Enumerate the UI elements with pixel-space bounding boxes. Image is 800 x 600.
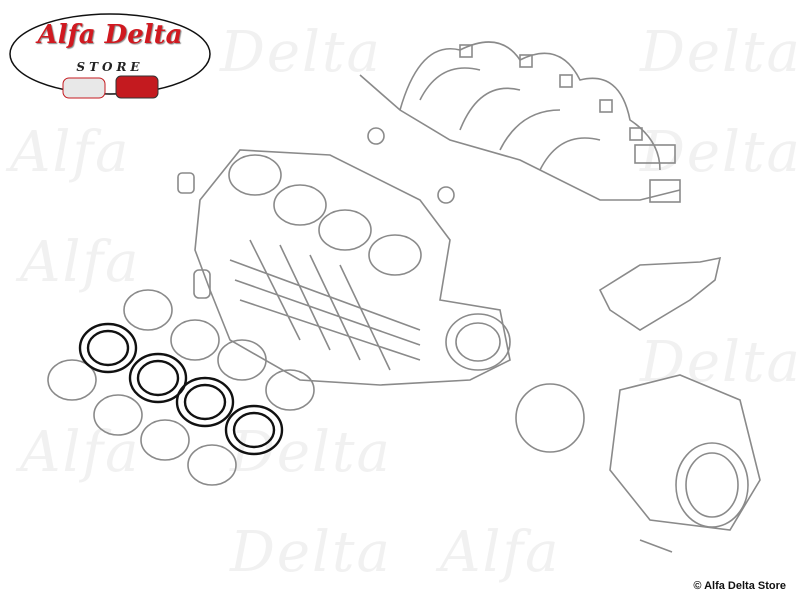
watermark: Alfa bbox=[10, 120, 131, 185]
logo-title: Alfa Delta bbox=[37, 20, 183, 50]
watermark: Delta bbox=[640, 120, 800, 185]
throttle-body bbox=[609, 374, 761, 553]
store-logo[interactable]: Alfa Delta STORE bbox=[8, 8, 212, 100]
watermark: Delta bbox=[230, 520, 392, 585]
hose-clamps bbox=[47, 289, 315, 486]
watermark: Alfa bbox=[20, 230, 141, 295]
logo-subtitle: STORE bbox=[76, 60, 144, 74]
plug bbox=[177, 172, 195, 194]
watermark: Alfa bbox=[440, 520, 561, 585]
watermark: Delta bbox=[220, 20, 382, 85]
wiring-harness bbox=[359, 41, 681, 203]
sensor bbox=[437, 186, 455, 204]
intake-manifold bbox=[194, 149, 511, 386]
gasket bbox=[515, 383, 585, 453]
highlighted-intake-hoses bbox=[78, 322, 284, 456]
sensor bbox=[367, 127, 385, 145]
bracket bbox=[598, 256, 722, 331]
watermark: Delta bbox=[640, 330, 800, 395]
watermark: Delta bbox=[640, 20, 800, 85]
watermark: Delta bbox=[230, 420, 392, 485]
copyright-notice: © Alfa Delta Store bbox=[693, 580, 786, 592]
plug bbox=[193, 269, 211, 299]
watermark: Alfa bbox=[20, 420, 141, 485]
